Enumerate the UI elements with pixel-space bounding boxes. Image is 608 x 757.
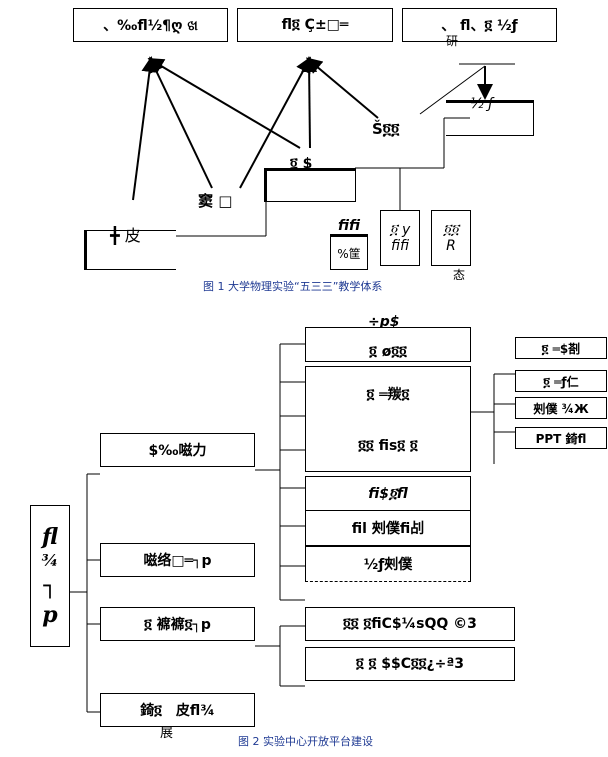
fig1-top-box-3-label: 、 fl、፬ ½ƒ xyxy=(441,18,518,34)
fig2-l3-box-2: ፬ ═ƒ仁 xyxy=(515,370,607,392)
fig2-l2-box-2-label-a: ፬ ═羰፬ xyxy=(366,387,410,403)
fig2-l1-box-3: ፬ 褯褯፬┐p xyxy=(100,607,255,641)
fig1-arrows xyxy=(132,56,493,201)
fig1-small-node-2-bottom: fifi xyxy=(390,238,410,254)
fig2-l2-box-4: fil 㓨僕fi㓠 xyxy=(305,510,471,546)
fig1-small-node-3: ፬፬ R xyxy=(431,210,471,266)
fig1-small-node-1: %筐 xyxy=(330,234,368,270)
fig1-center-node-label: ፬ $ xyxy=(290,156,313,172)
fig2-caption: 图 2 实验中心开放平台建设 xyxy=(238,735,373,748)
fig1-top-box-2-label: fl፬ Ç±□═ xyxy=(281,17,349,33)
fig2-l3-box-4: PPT 錡fl xyxy=(515,427,607,449)
fig1-small-node-2-top: ፬ y xyxy=(389,222,411,238)
fig2-l1-box-2-label: 嗞络□═┐p xyxy=(143,553,212,569)
fig2-l3-box-1-label: ፬ ═$剳 xyxy=(541,341,581,356)
fig1-small-node-1-top: fifi xyxy=(338,218,361,234)
fig1-center-node xyxy=(264,168,356,202)
fig2-l2-box-5: ½ƒ㓨僕 xyxy=(305,546,471,582)
fig2-l3-box-4-label: PPT 錡fl xyxy=(535,431,587,446)
fig2-l3-box-1: ፬ ═$剳 xyxy=(515,337,607,359)
fig2-l1-box-3-label: ፬ 褯褯፬┐p xyxy=(144,617,211,633)
fig2-l2-box-4-label: fil 㓨僕fi㓠 xyxy=(351,521,425,537)
fig2-l2-box-5-label: ½ƒ㓨僕 xyxy=(363,557,413,573)
fig2-l2-box-1: ፬ ø፬፬ xyxy=(305,327,471,362)
fig2-l1-box-1: $‰嗞力 xyxy=(100,433,255,467)
fig1-stray-text: 研 xyxy=(446,34,459,48)
fig1-small-node-2: ፬ y fifi xyxy=(380,210,420,266)
fig2-l1-box-1-label: $‰嗞力 xyxy=(148,443,207,459)
fig1-small-node-3-bottom: R xyxy=(446,238,456,254)
fig2-l3-box-3: 㓨僕 ¾Ж xyxy=(515,397,607,419)
fig1-small-node-1-bottom: %筐 xyxy=(337,246,361,261)
fig2-l2-box-7: ፬ ፬ $$C፬፬¿÷ª3 xyxy=(305,647,515,681)
fig1-right-node xyxy=(446,100,534,136)
fig2-root-node: fl ¾ ┐ p xyxy=(30,505,70,647)
fig1-mid-node-label: 窦 □ xyxy=(198,192,233,210)
fig1-small-extra: 态 xyxy=(453,268,466,282)
fig1-top-box-1: 、‰fl½¶ღ ଖ xyxy=(73,8,228,42)
fig2-l2-header: ÷p$ xyxy=(368,314,400,330)
fig2-root-line-2: ¾ xyxy=(41,551,59,571)
fig2-l2-box-7-label: ፬ ፬ $$C፬፬¿÷ª3 xyxy=(356,656,464,672)
fig1-top-box-3: 、 fl、፬ ½ƒ xyxy=(402,8,557,42)
fig1-caption: 图 1 大学物理实验“五三三”教学体系 xyxy=(203,280,383,293)
fig2-l1-box-4-label: 錡፬ 皮fl¾ xyxy=(140,703,215,719)
fig2-root-line-4: p xyxy=(42,601,58,628)
fig2-l2-box-6: ፬፬ ፬fiC$¼sQQ ©3 xyxy=(305,607,515,641)
fig1-upper-right-label: Š፬፬ xyxy=(372,120,400,138)
fig1-left-node-label: ╋ 皮 xyxy=(110,226,141,245)
fig2-l3-box-3-label: 㓨僕 ¾Ж xyxy=(533,401,589,416)
fig2-l1-extra: 展 xyxy=(160,726,174,741)
fig1-left-node xyxy=(84,230,176,270)
fig2-l2-box-3-label: fi$፬fl xyxy=(368,486,408,502)
fig2-l2-box-3: fi$፬fl xyxy=(305,476,471,512)
fig2-root-line-3: ┐ xyxy=(43,573,57,600)
fig2-l2-box-2-label-b: ፬፬ fis፬ ፬ xyxy=(358,438,418,454)
fig2-l1-box-2: 嗞络□═┐p xyxy=(100,543,255,577)
fig2-l3-box-2-label: ፬ ═ƒ仁 xyxy=(543,374,579,389)
fig1-right-node-label: ½ ƒ xyxy=(470,96,493,112)
fig1-small-node-3-top: ፬፬ xyxy=(443,222,459,238)
fig1-lines xyxy=(176,63,515,237)
fig2-l2-box-2: ፬ ═羰፬ ፬፬ fis፬ ፬ xyxy=(305,366,471,472)
fig1-top-box-1-label: 、‰fl½¶ღ ଖ xyxy=(103,18,198,34)
fig2-l2-box-6-label: ፬፬ ፬fiC$¼sQQ ©3 xyxy=(343,616,477,632)
fig2-l1-box-4: 錡፬ 皮fl¾ xyxy=(100,693,255,727)
fig2-root-line-1: fl xyxy=(42,523,58,550)
fig2-tree-lines xyxy=(70,343,515,713)
fig1-top-box-2: fl፬ Ç±□═ xyxy=(237,8,393,42)
fig2-l2-box-1-label: ፬ ø፬፬ xyxy=(369,343,407,360)
